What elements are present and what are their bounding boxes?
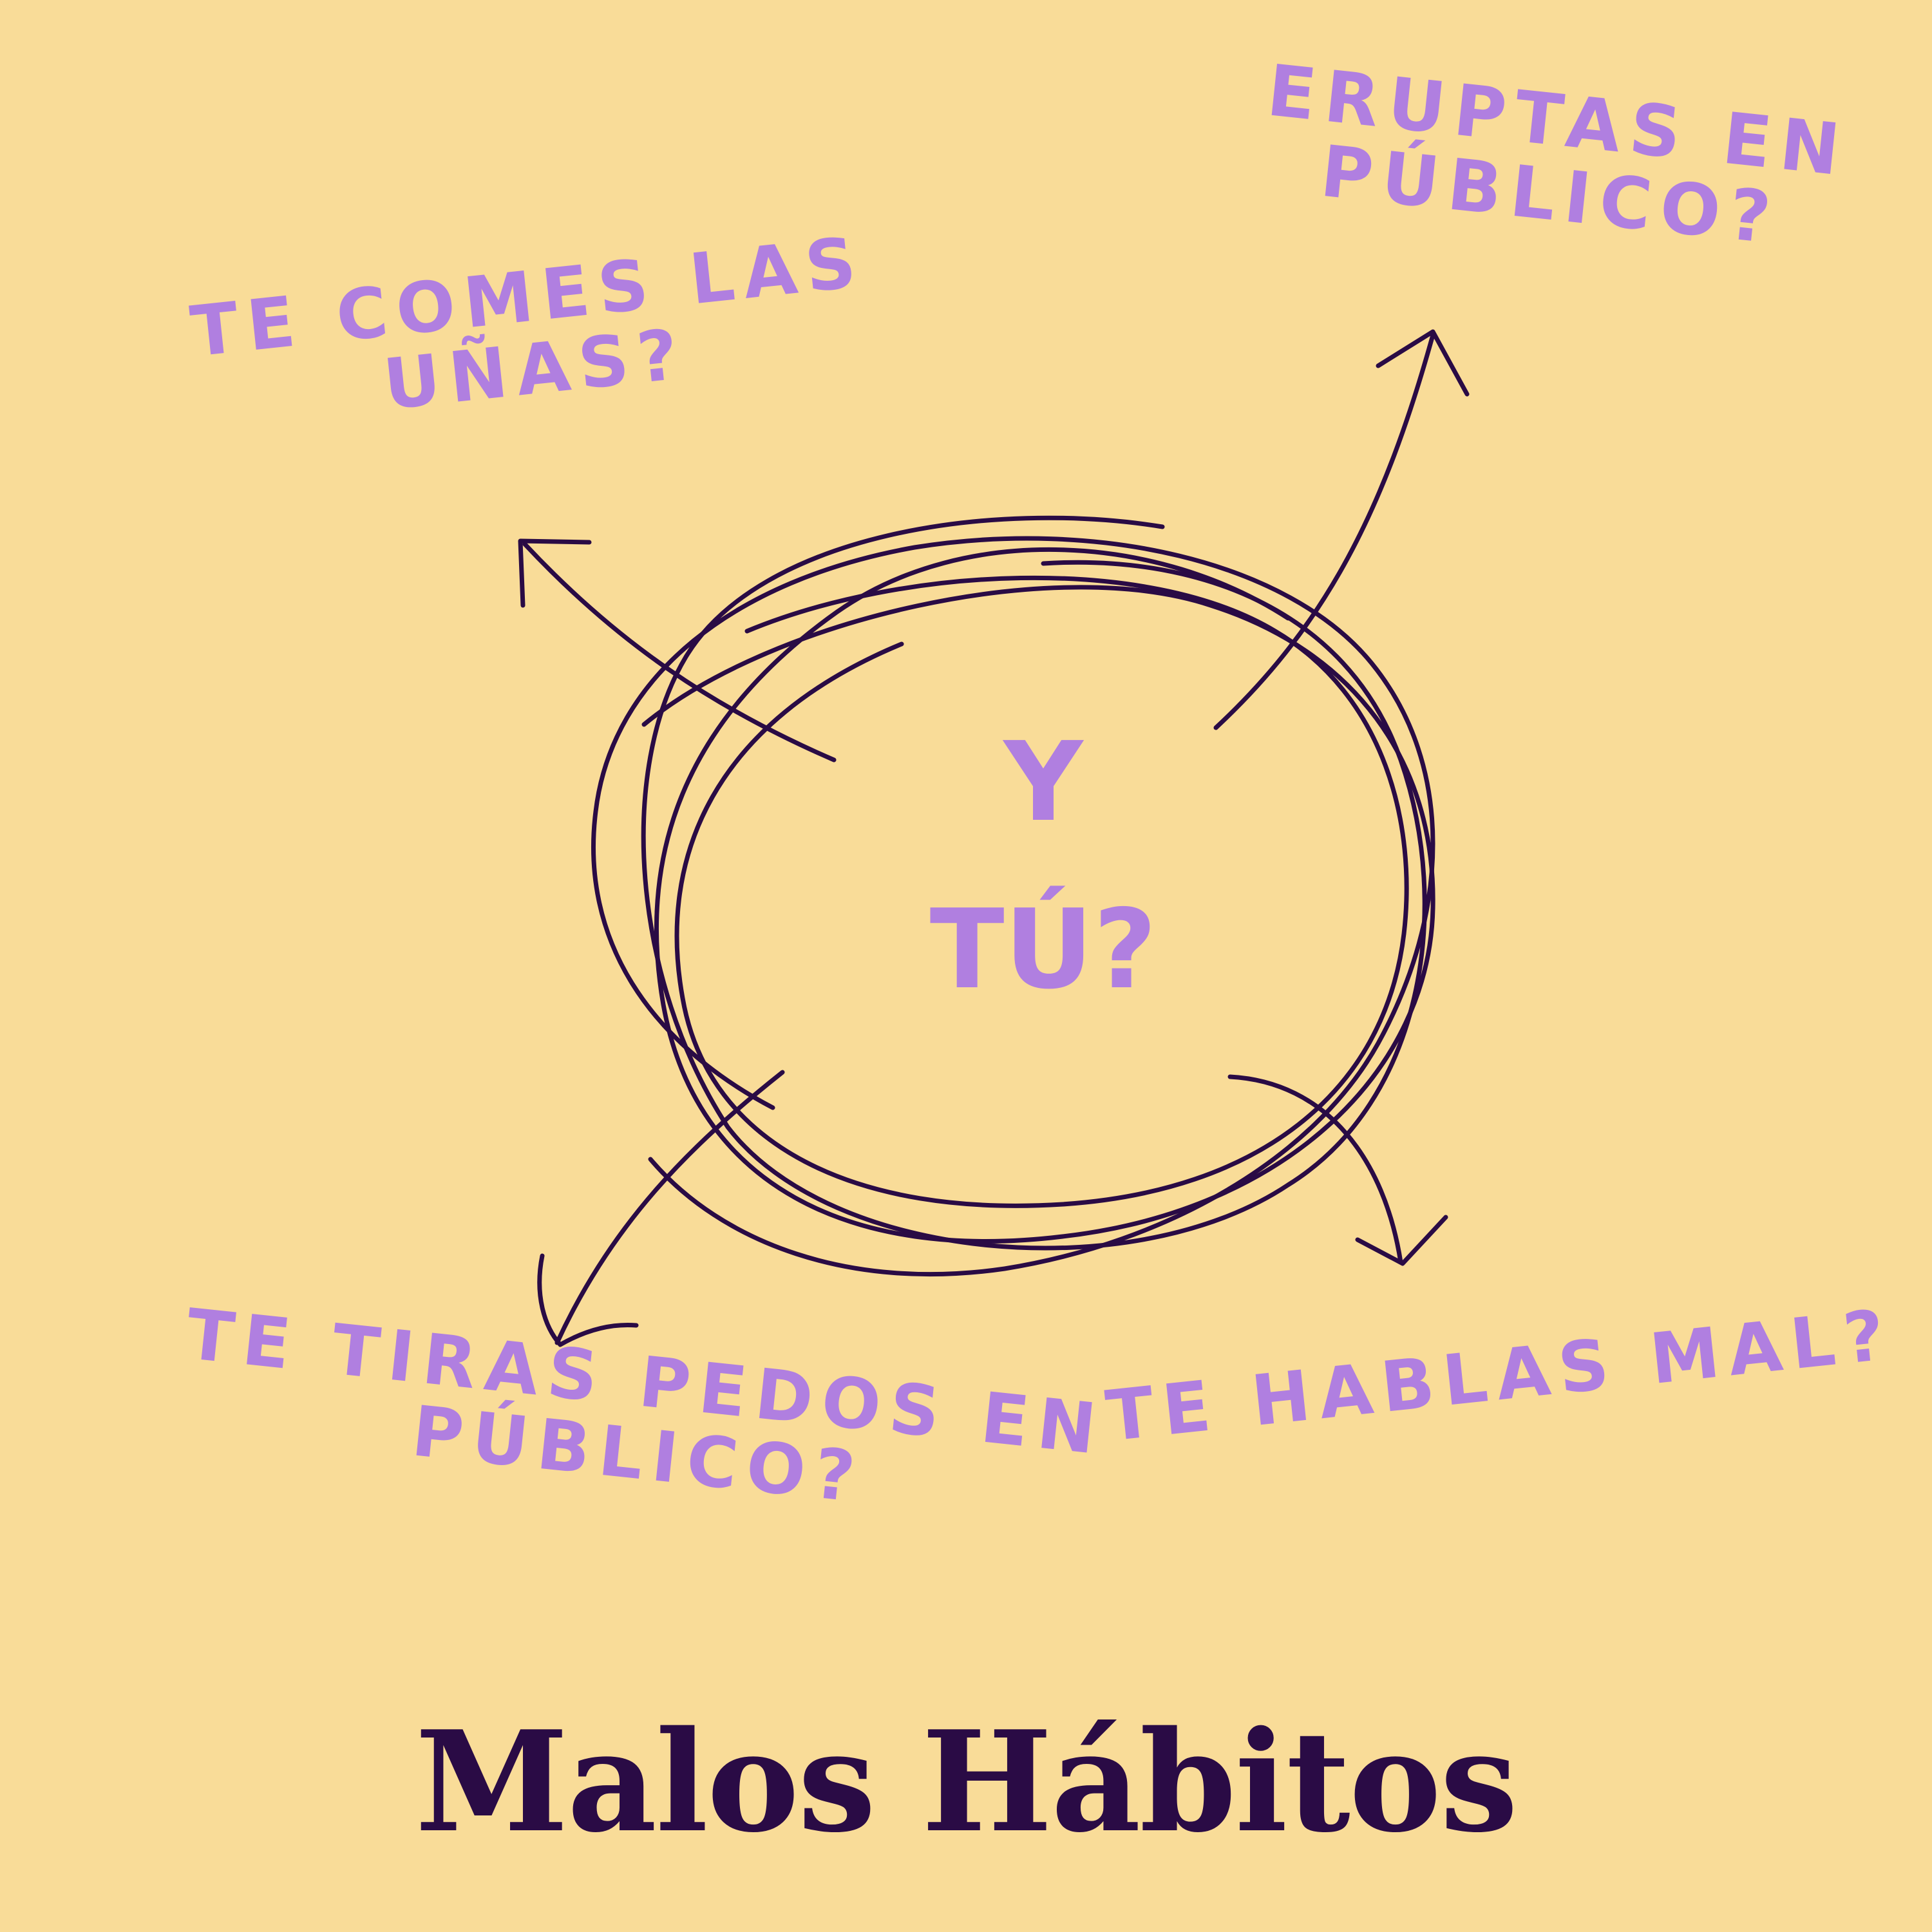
center-question: Y TÚ? <box>850 728 1236 1005</box>
arrow-down-left-head <box>537 1253 639 1347</box>
center-question-line-1: Y <box>1003 719 1083 846</box>
arrow-down-right-head <box>1355 1215 1448 1266</box>
center-question-line-2: TÚ? <box>929 886 1157 1014</box>
arrow-down-right <box>1227 1074 1403 1265</box>
arrow-down-left <box>554 1070 785 1345</box>
scribble-loop-3 <box>674 575 1409 1208</box>
arrow-up-right <box>1213 332 1435 730</box>
page-title: Malos Hábitos <box>415 1700 1518 1863</box>
scribble-loop-4 <box>591 536 1435 1277</box>
scribble-loop-2 <box>641 547 1435 1244</box>
arrow-up-right-head <box>1376 329 1470 397</box>
arrow-up-left <box>522 542 837 762</box>
arrow-up-left-head <box>518 538 592 608</box>
